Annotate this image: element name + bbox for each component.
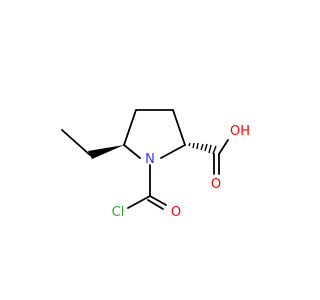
bond-acyl-cl — [127, 195, 151, 209]
bonds — [61, 109, 229, 210]
bond-ch2-ch3 — [61, 129, 91, 156]
bond-n-c5 — [123, 144, 141, 159]
atom-labels: N Cl O O OH — [112, 124, 250, 220]
nitrogen-label: N — [145, 152, 155, 167]
molecule-diagram: N Cl O O OH — [61, 109, 250, 220]
bond-acid-c-oh — [218, 139, 229, 155]
carbonyl-oxygen-label: O — [171, 205, 181, 220]
bond-acyl-o-1 — [149, 195, 167, 206]
wedge-bond-ethyl — [88, 145, 124, 159]
bond-c5-c4 — [123, 109, 137, 146]
bond-c2-n — [160, 144, 186, 159]
bond-acyl-o-2 — [147, 199, 164, 210]
hashed-wedge-bond-acid — [188, 142, 217, 155]
hydroxyl-label: OH — [230, 124, 250, 139]
bond-c3-c2 — [172, 109, 186, 146]
acid-oxygen-label: O — [211, 177, 221, 192]
chlorine-label: Cl — [112, 205, 125, 220]
